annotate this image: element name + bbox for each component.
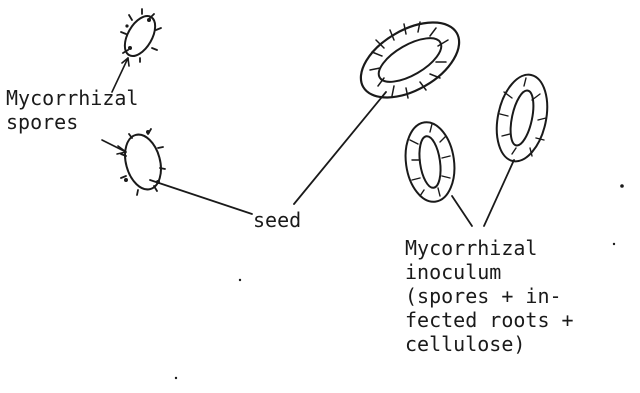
spore-dot [125,24,128,27]
label-line: spores [6,110,78,134]
label-line: fected roots + [405,308,574,332]
spore-dot [147,18,151,22]
seed-pointer-line-right [294,92,386,204]
label-mycorrhizal-inoculum: Mycorrhizal inoculum (spores + in- fecte… [405,236,574,356]
small-seed-middle [119,129,166,195]
speck [175,377,177,379]
spore-dot [124,178,128,182]
speck [613,243,615,245]
label-line: Mycorrhizal [405,236,537,260]
coated-seed-large [348,7,472,113]
inoculum-pointer-line-right [484,160,514,226]
speck [620,184,624,188]
label-line: cellulose) [405,332,525,356]
spore-dot [128,46,132,50]
speck [239,279,241,281]
inoculum-piece-left [401,119,460,205]
seed-pointer-line-left [150,180,252,214]
spore-dot [146,130,150,134]
label-line: (spores + in- [405,284,562,308]
label-seed: seed [253,208,301,232]
inoculum-piece-right [489,70,554,166]
label-line: Mycorrhizal [6,86,138,110]
label-mycorrhizal-spores: Mycorrhizal spores [6,86,138,134]
small-seed-top [119,9,162,62]
inoculum-pointer-line-left [452,196,472,226]
label-line: inoculum [405,260,501,284]
